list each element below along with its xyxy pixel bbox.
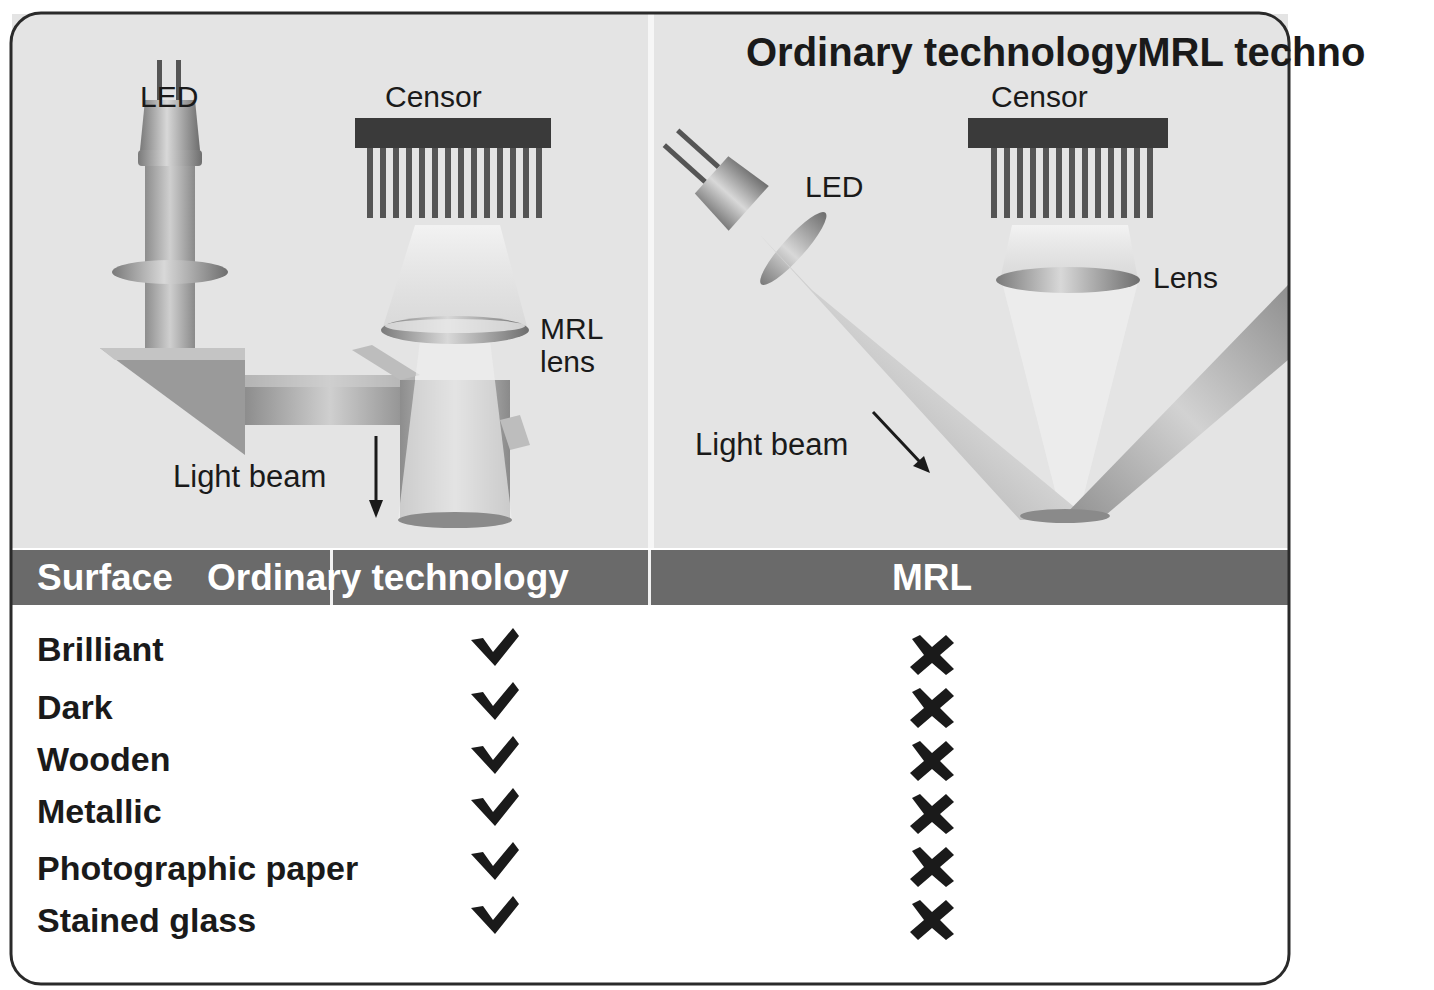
table-header-text: Ordinary technology — [207, 559, 569, 596]
part-label: Censor — [991, 80, 1088, 113]
part-label: LED — [140, 80, 198, 113]
part-label: Censor — [385, 80, 482, 113]
table-row-label: Stained glass — [37, 902, 256, 939]
table-header-text: MRL — [892, 559, 972, 596]
table-row-label: Photographic paper — [37, 850, 358, 887]
part-label: LED — [805, 170, 863, 203]
table-row-label: Brilliant — [37, 631, 164, 668]
part-label: MRL lens — [540, 312, 635, 378]
heading-text: Ordinary technologyMRL techno — [746, 30, 1365, 74]
table-row-label: Metallic — [37, 793, 162, 830]
beam-label: Light beam — [173, 460, 326, 494]
table-row-label: Wooden — [37, 741, 170, 778]
part-label: Lens — [1153, 261, 1218, 294]
table-header-text: Surface — [37, 559, 173, 596]
table-row-label: Dark — [37, 689, 113, 726]
table-header-band: Surface Ordinary technology MRL — [12, 550, 1288, 605]
beam-label: Light beam — [695, 428, 848, 462]
